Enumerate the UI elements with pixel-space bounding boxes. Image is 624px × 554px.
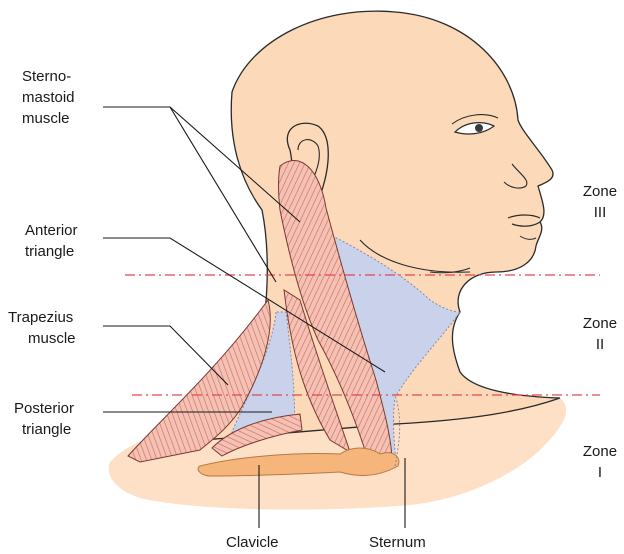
label-line: muscle: [22, 108, 75, 129]
zone-label-ii: Zone II: [578, 313, 622, 355]
label-line: Sterno-: [22, 66, 75, 87]
label-sternomastoid-muscle: Sterno- mastoid muscle: [22, 66, 75, 129]
zone-label-iii: Zone III: [578, 181, 622, 223]
label-trapezius-muscle: Trapezius muscle: [8, 307, 76, 349]
label-posterior-triangle: Posterior triangle: [14, 398, 74, 440]
label-anterior-triangle: Anterior triangle: [25, 220, 78, 262]
label-clavicle: Clavicle: [226, 532, 279, 553]
label-line: Trapezius: [8, 307, 76, 328]
label-sternum: Sternum: [369, 532, 426, 553]
zone-word: Zone: [578, 441, 622, 462]
label-line: mastoid: [22, 87, 75, 108]
zone-label-i: Zone I: [578, 441, 622, 483]
label-line: muscle: [8, 328, 76, 349]
label-line: triangle: [25, 241, 78, 262]
zone-numeral: I: [578, 462, 622, 483]
zone-word: Zone: [578, 181, 622, 202]
zone-numeral: II: [578, 334, 622, 355]
zone-word: Zone: [578, 313, 622, 334]
label-line: Posterior: [14, 398, 74, 419]
label-line: triangle: [14, 419, 74, 440]
label-line: Anterior: [25, 220, 78, 241]
zone-numeral: III: [578, 202, 622, 223]
